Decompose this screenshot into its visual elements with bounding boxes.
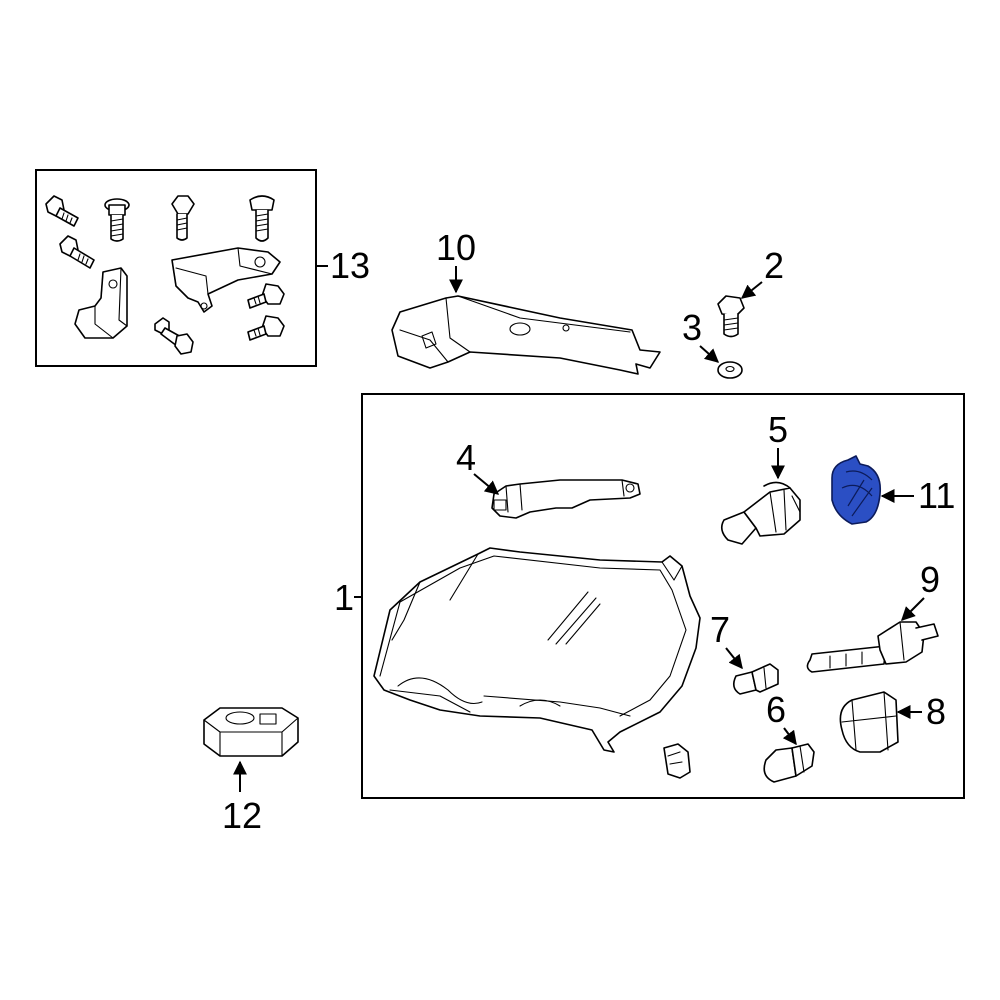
callout-label-13: 13	[330, 245, 370, 286]
clip-bracket-icon[interactable]	[74, 267, 128, 339]
callout-8: 8	[896, 691, 946, 732]
washer-part-3[interactable]	[717, 361, 743, 379]
hardware-kit-box	[35, 169, 317, 367]
retaining-clip[interactable]	[663, 743, 691, 779]
wiring-harness-part-4[interactable]	[491, 479, 641, 519]
mounting-bracket-part-10[interactable]	[391, 295, 661, 375]
callout-13: 13	[316, 245, 370, 286]
callout-5: 5	[768, 409, 788, 480]
callout-6: 6	[766, 689, 797, 746]
mount-bracket-icon[interactable]	[171, 247, 281, 313]
control-module-part-12[interactable]	[203, 707, 299, 757]
bolt-icon[interactable]	[45, 195, 79, 227]
bulb-cap-part-11[interactable]	[831, 455, 882, 525]
bulb-part-5[interactable]	[720, 481, 801, 545]
screw-icon[interactable]	[249, 195, 275, 242]
callout-label-8: 8	[926, 691, 946, 732]
stud-icon[interactable]	[104, 198, 130, 242]
callout-label-7: 7	[710, 609, 730, 650]
callout-label-10: 10	[436, 227, 476, 268]
bolt-icon[interactable]	[154, 317, 194, 355]
callout-label-6: 6	[766, 689, 786, 730]
callout-label-4: 4	[456, 437, 476, 478]
callout-10: 10	[436, 227, 476, 294]
headlamp-housing-part-1[interactable]	[373, 547, 701, 753]
callout-11: 11	[880, 475, 955, 516]
small-bulb-part-7[interactable]	[732, 663, 779, 695]
callout-1: 1	[334, 577, 362, 618]
callout-3: 3	[682, 307, 720, 363]
callout-7: 7	[710, 609, 743, 670]
bolt-icon[interactable]	[59, 235, 95, 269]
callout-label-3: 3	[682, 307, 702, 348]
callout-label-2: 2	[764, 245, 784, 286]
bolt-icon[interactable]	[247, 315, 285, 341]
bulb-socket-part-8[interactable]	[839, 691, 899, 753]
callout-12: 12	[222, 760, 262, 836]
bolt-icon[interactable]	[247, 283, 285, 309]
callout-4: 4	[456, 437, 500, 495]
callout-2: 2	[740, 245, 784, 299]
callout-label-1: 1	[334, 577, 354, 618]
callout-label-12: 12	[222, 795, 262, 836]
hardware-kit-group	[35, 169, 317, 367]
callout-label-5: 5	[768, 409, 788, 450]
bulb-part-9[interactable]	[806, 621, 939, 673]
callout-label-9: 9	[920, 559, 940, 600]
callout-9: 9	[901, 559, 940, 621]
bulb-part-6[interactable]	[763, 743, 815, 783]
callout-label-11: 11	[918, 475, 955, 516]
bolt-part-2[interactable]	[717, 295, 745, 338]
bolt-icon[interactable]	[171, 195, 195, 241]
